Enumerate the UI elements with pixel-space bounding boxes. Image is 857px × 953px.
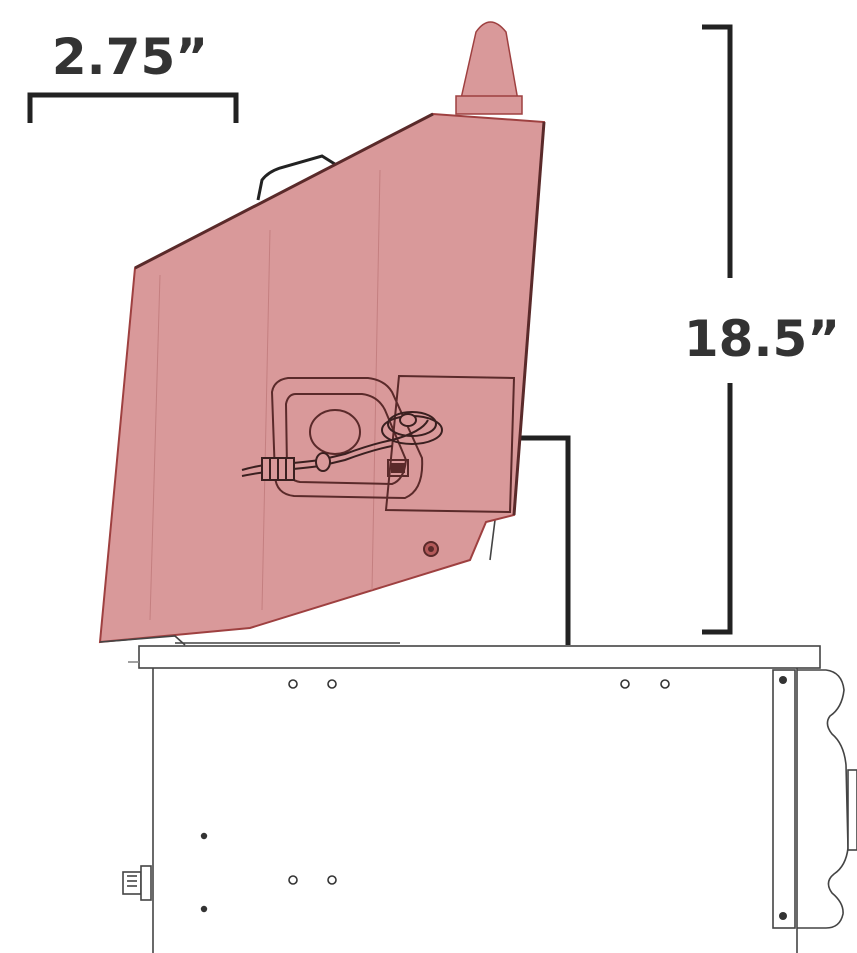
- screw-icon: [327, 679, 337, 689]
- cable-housing-outline: [270, 377, 424, 500]
- rivet-icon: [200, 905, 208, 913]
- screw-icon: [288, 875, 298, 885]
- screw-icon: [288, 679, 298, 689]
- base-left-connector: [122, 865, 152, 901]
- base-unit: [122, 645, 857, 953]
- antenna-icon: [455, 21, 523, 115]
- screw-icon: [327, 875, 337, 885]
- mounting-plate: [270, 374, 516, 514]
- base-handle-profile: [797, 669, 849, 929]
- rivet-icon: [779, 676, 787, 684]
- height-dimension-bracket-bottom: [702, 383, 733, 635]
- rivet-icon: [779, 912, 787, 920]
- width-dimension-label: 2.75”: [52, 28, 208, 86]
- height-dimension-label: 18.5”: [684, 310, 840, 368]
- base-rivets: [200, 676, 787, 920]
- height-dimension-bracket-top: [702, 24, 733, 278]
- rivet-icon: [200, 832, 208, 840]
- width-dimension: 2.75”: [27, 28, 239, 123]
- top-handle: [256, 154, 339, 201]
- width-dimension-bracket: [27, 92, 239, 123]
- screw-icon: [660, 679, 670, 689]
- base-top-plate: [138, 645, 821, 669]
- height-dimension: 18.5”: [684, 24, 840, 635]
- base-screws: [288, 679, 670, 885]
- cable-icon: [241, 411, 443, 481]
- base-side-panel: [772, 669, 796, 929]
- screw-icon: [620, 679, 630, 689]
